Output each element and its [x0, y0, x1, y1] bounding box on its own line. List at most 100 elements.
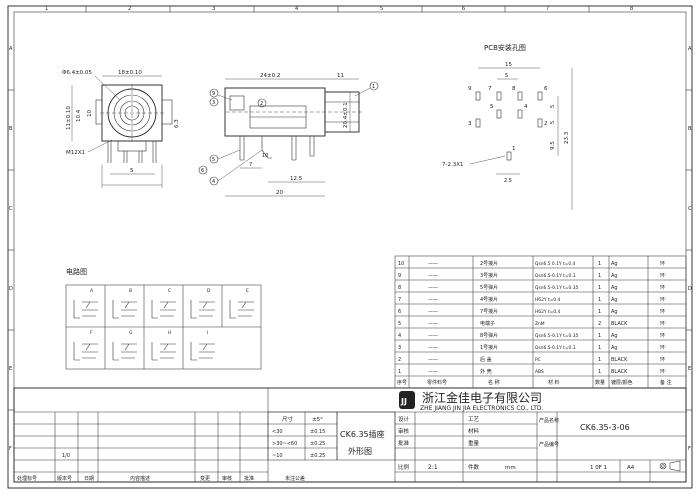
tolerance-header: ±5°: [312, 417, 323, 423]
label-weight: 重量: [468, 439, 480, 447]
product-subtitle: 外形图: [348, 446, 372, 456]
bom-cell: 环: [660, 369, 665, 375]
tolerance-cell: >30~<60: [272, 441, 297, 447]
bom-cell: H62Y t=0.4: [535, 297, 561, 303]
bom-cell: 环: [660, 273, 665, 279]
bom-cell: 环: [660, 297, 665, 303]
zone-numbers: 1 2 3 4 5 6 7 8: [45, 6, 633, 12]
revision-header: 变更: [200, 475, 210, 482]
dim: 5: [550, 121, 556, 124]
zone-number: 7: [546, 6, 549, 12]
bom-cell: 5: [398, 321, 401, 327]
size-value: A4: [627, 465, 635, 471]
bom-header-cell: 数量: [595, 379, 605, 386]
bom-cell: 1号接片: [480, 344, 498, 351]
company-logo-text: JJ: [400, 397, 407, 406]
dim-width: 18±0.10: [118, 70, 142, 76]
tolerance-header: 尺寸: [282, 415, 294, 423]
pin-label: 8: [512, 86, 516, 92]
bom-cell: ZnM: [535, 321, 545, 327]
product-name: CK6.35插座: [340, 429, 385, 439]
revision-header: 处理标号: [17, 475, 37, 482]
dim-length: 24±0.2: [260, 73, 280, 79]
bom-cell: Ag: [611, 333, 618, 339]
label-approve: 批准: [398, 439, 410, 447]
side-view: 24±0.2 11 20.4±0.1 12.5 20 7 10 1 2 9 3 …: [198, 73, 379, 197]
label-scale: 比例: [398, 463, 410, 471]
revision-header: 未注公差: [285, 475, 305, 482]
front-base: [117, 140, 147, 152]
bom-cell: ABS: [535, 369, 544, 375]
zone-letter: D: [9, 286, 13, 292]
circuit-label: B: [129, 288, 132, 294]
leader: [469, 155, 506, 165]
callout: 9: [212, 91, 215, 97]
dim: 20: [276, 190, 283, 196]
sheet-value: 1 0F 1: [590, 465, 607, 471]
bom-cell: Qsn6.5-0.1Y t=0.35: [535, 333, 579, 339]
zone-number: 1: [45, 6, 48, 12]
tolerance-cell: ±0.15: [310, 429, 325, 435]
pin-label: 4: [524, 104, 528, 110]
unit-value: mm: [505, 465, 516, 471]
circuit-label: F: [90, 330, 93, 336]
bom-cell: 1: [598, 345, 601, 351]
dim: 5: [550, 105, 556, 108]
company-logo: [399, 391, 415, 409]
bom-cell: 4号接片: [480, 296, 498, 303]
projection-symbol: [659, 460, 681, 472]
label-product-number: 产品编号: [539, 441, 559, 448]
dim: 10.4: [76, 109, 82, 122]
revision-header: 审核: [222, 475, 232, 482]
outer-frame: [7, 5, 693, 489]
zone-letter: D: [688, 286, 692, 292]
tolerance-cell: <30: [272, 429, 283, 435]
label-qty: 件数: [468, 463, 480, 471]
revision-header: 内容描述: [130, 475, 150, 482]
dim-height: 11±0.10: [66, 106, 72, 130]
bom-cell: Ag: [611, 285, 618, 291]
circuit-title: 电路图: [66, 267, 87, 276]
circuit-cells: A B C D E F G H I: [73, 288, 254, 361]
leader: [94, 75, 121, 101]
zone-number: 6: [462, 6, 465, 12]
front-flange-left: [95, 99, 103, 125]
pcb-holes: [475, 91, 543, 161]
bom-cell: 10: [398, 261, 404, 267]
zone-number: 4: [295, 6, 298, 12]
bom-cell: Qsn6.5-0.1Y t=0.35: [535, 285, 579, 291]
bom-cell: 2号接片: [480, 260, 498, 267]
dim: 2.5: [504, 178, 512, 184]
bom-cell: ——: [428, 297, 438, 303]
bom-cell: 2: [398, 357, 401, 363]
circuit-label: C: [168, 288, 171, 294]
bom-cell: 1: [598, 333, 601, 339]
bom-cell: 3号接片: [480, 272, 498, 279]
tolerance-cell: ~10: [272, 453, 283, 459]
bom-cell: Ag: [611, 345, 618, 351]
side-slot: [229, 95, 245, 111]
zone-number: 5: [380, 6, 383, 12]
bom-cell: ——: [428, 273, 438, 279]
bom-cell: ——: [428, 357, 438, 363]
zone-letter: B: [9, 126, 13, 132]
tolerance-cell: ±0.25: [310, 441, 325, 447]
circuit-grid: [65, 284, 262, 370]
dim: 23.3: [564, 131, 570, 144]
pin-label: 6: [544, 86, 548, 92]
zone-number: 8: [630, 6, 633, 12]
bom-cell: 1: [598, 369, 601, 375]
bom-cell: 1: [398, 369, 401, 375]
bom-cell: 9: [398, 273, 401, 279]
bom-cell: 6: [398, 309, 401, 315]
label-product-name: 产品名称: [539, 417, 559, 424]
tolerance-cell: ±0.25: [310, 453, 325, 459]
bom-cell: Ag: [611, 309, 618, 315]
bom-cell: BLACK: [611, 357, 628, 363]
title-block: JJ 浙江金佳电子有限公司 ZHE JIANG JIN JIA ELECTRON…: [13, 387, 687, 483]
label-review: 审核: [398, 427, 410, 435]
bom-cell: 后 盖: [480, 356, 492, 363]
